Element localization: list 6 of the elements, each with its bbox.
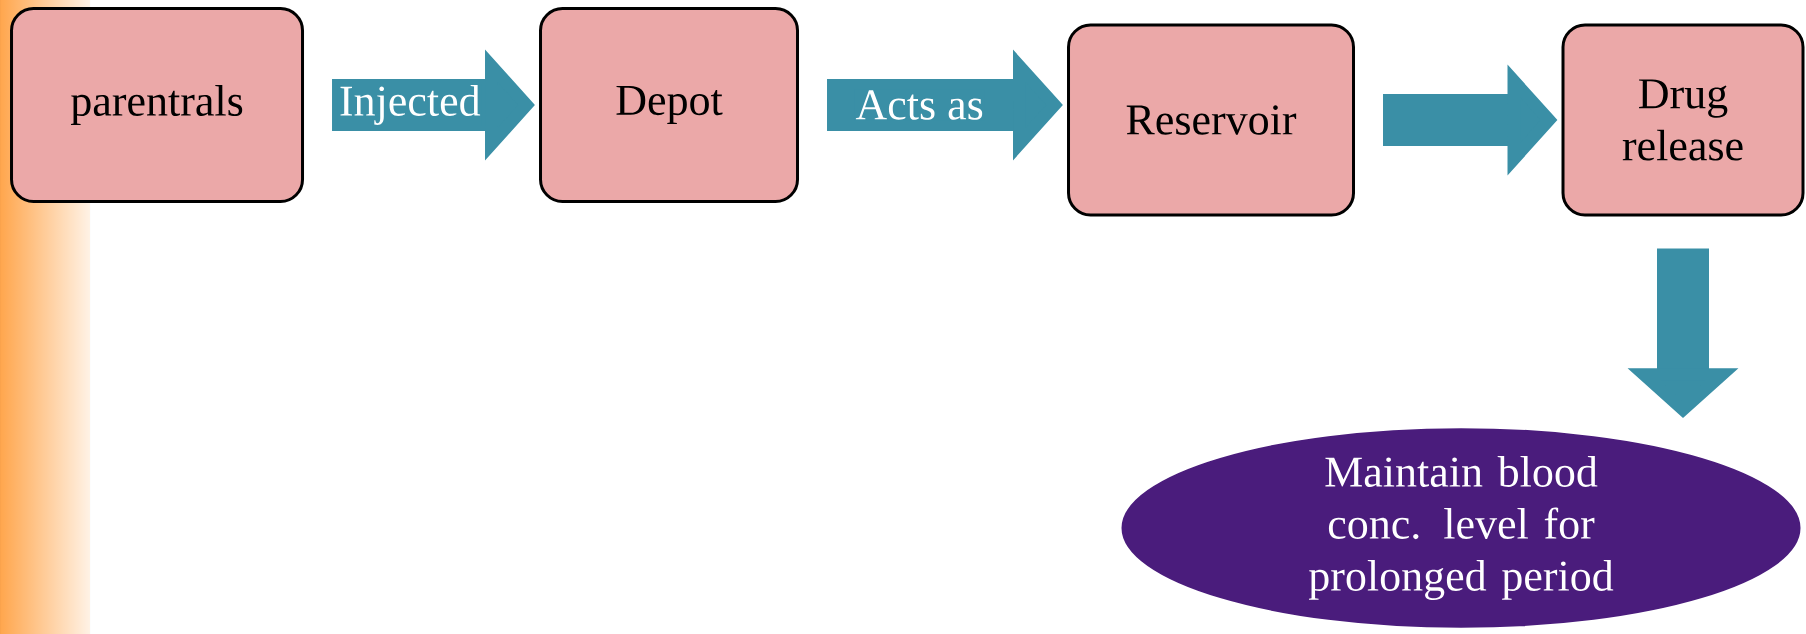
process-box: Drug release xyxy=(1561,23,1805,217)
edge-label: Acts as xyxy=(854,89,985,121)
process-box: Depot xyxy=(539,7,799,203)
process-box: parentrals xyxy=(10,7,304,203)
edge-label: Injected xyxy=(337,84,482,126)
process-box: Reservoir xyxy=(1067,23,1355,217)
